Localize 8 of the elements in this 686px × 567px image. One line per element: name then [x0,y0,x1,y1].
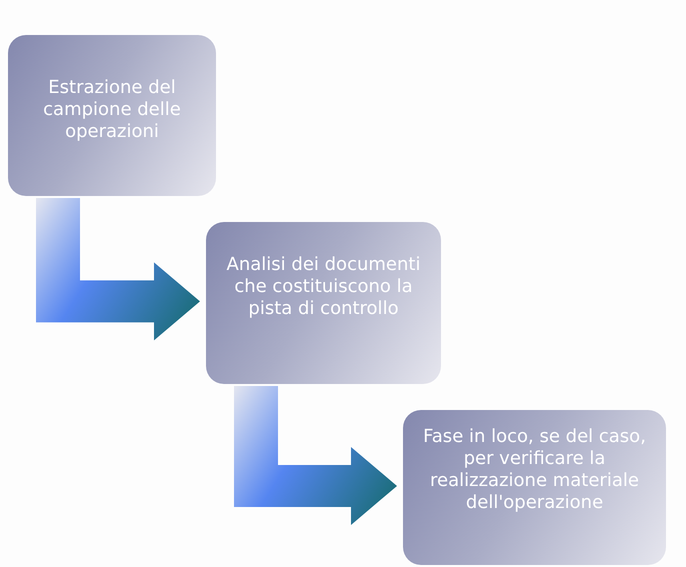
process-box [403,410,666,565]
process-box [8,35,216,196]
step-text: Fase in loco, se del caso, per verificare la realizzazione materiale dell'operazione [422,426,647,515]
bent-arrow [36,198,200,340]
bent-arrow [234,386,397,525]
process-box [206,222,441,384]
step-text: Analisi dei documenti che costituiscono la pista di controllo [226,254,422,321]
step-text: Estrazione del campione delle operazioni [42,77,182,144]
